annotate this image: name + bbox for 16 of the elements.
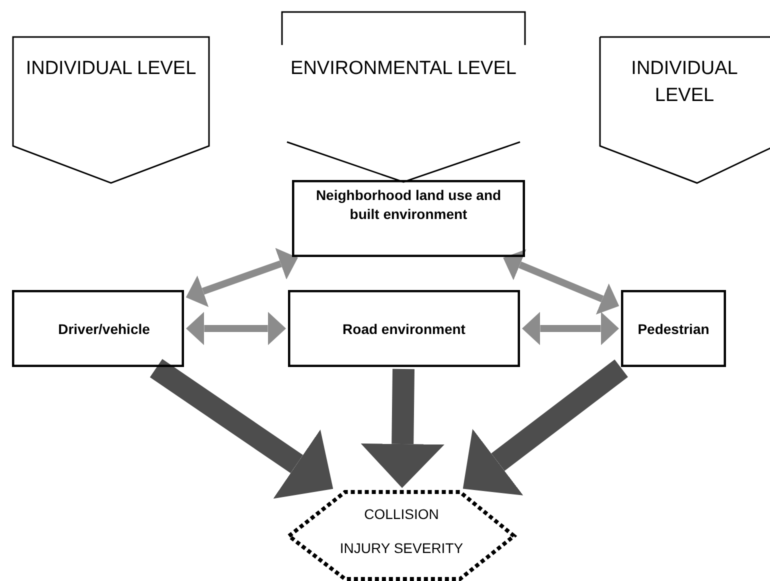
box-label: Driver/vehicle	[57, 320, 150, 339]
level-label: ENVIRONMENTAL LEVEL	[290, 57, 518, 81]
box-label: Road environment	[342, 320, 466, 339]
level-label: INDIVIDUAL LEVEL	[24, 57, 198, 81]
level-label: INDIVIDUAL LEVEL	[630, 57, 739, 108]
double-arrow	[503, 249, 620, 314]
double-arrow	[186, 312, 286, 346]
double-arrow	[186, 248, 298, 308]
box-label: Pedestrian	[636, 320, 710, 339]
outcome-label: INJURY SEVERITY	[338, 539, 464, 558]
double-arrow	[522, 312, 619, 346]
box-label: Neighborhood land use and built environment	[314, 186, 502, 224]
block-arrow	[150, 359, 334, 499]
outcome-label: COLLISION	[363, 505, 440, 524]
block-arrow	[462, 359, 628, 496]
block-arrow	[360, 368, 444, 488]
